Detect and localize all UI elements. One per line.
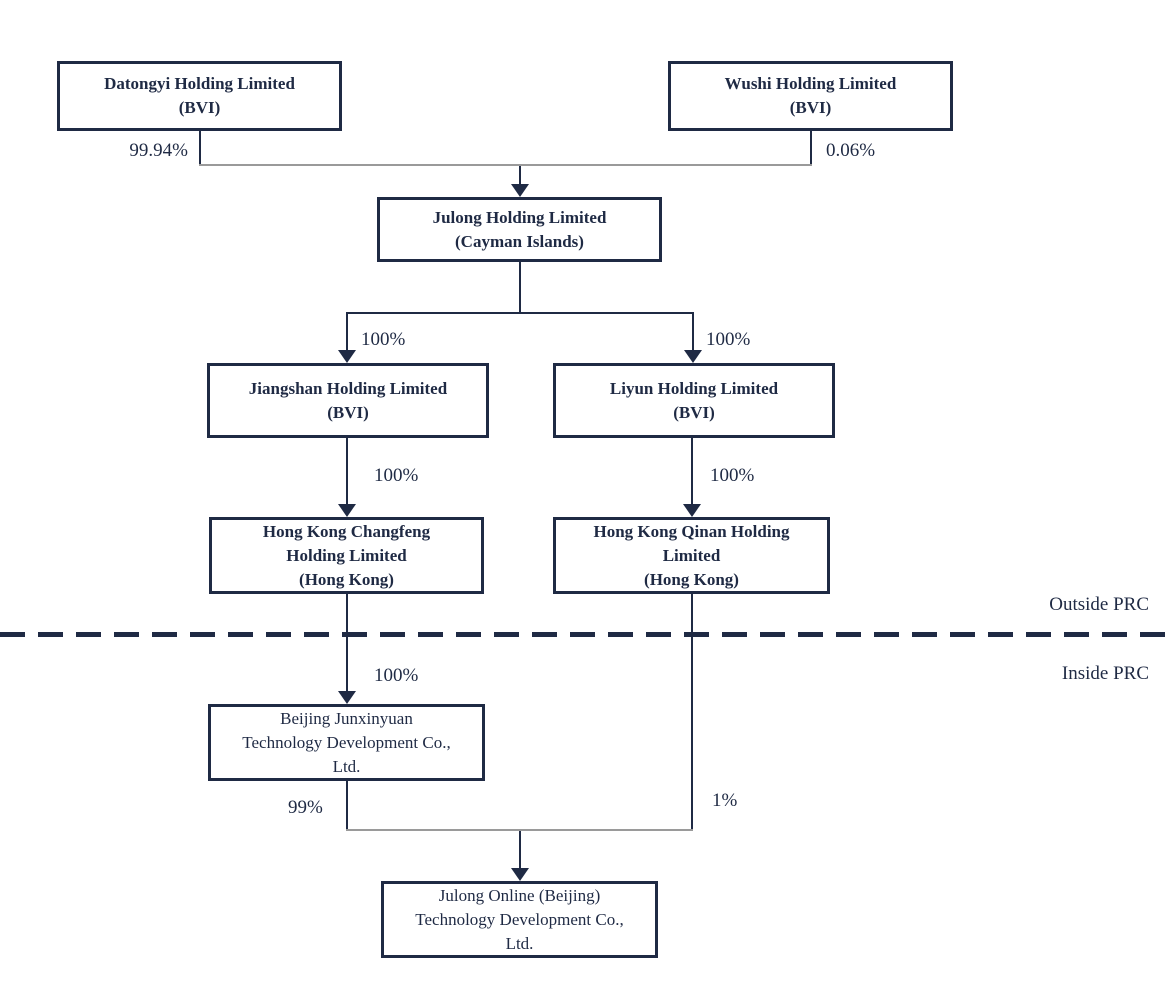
ownership-label-qinan: 100% xyxy=(710,465,755,486)
edge-qinan-merge xyxy=(691,594,693,831)
ownership-label-jiangshan: 100% xyxy=(361,329,406,350)
node-beijing-junxinyuan-line3: Ltd. xyxy=(332,756,361,776)
ownership-label-junxinyuan: 100% xyxy=(374,665,419,686)
region-label-outside-prc: Outside PRC xyxy=(1049,594,1149,615)
arrowhead-down-icon xyxy=(511,868,529,881)
node-hk-qinan: Hong Kong Qinan Holding Limited (Hong Ko… xyxy=(553,517,830,594)
arrowhead-down-icon xyxy=(338,504,356,517)
edge-split-horizontal xyxy=(346,312,694,314)
node-julong-online-line1: Julong Online (Beijing) xyxy=(438,885,601,905)
node-julong-online-line3: Ltd. xyxy=(505,933,534,953)
node-datongyi-name: Datongyi Holding Limited xyxy=(104,74,295,93)
edge-changfeng-junxinyuan xyxy=(346,594,348,693)
node-hk-changfeng: Hong Kong Changfeng Holding Limited (Hon… xyxy=(209,517,484,594)
node-wushi: Wushi Holding Limited (BVI) xyxy=(668,61,953,131)
edge-into-julong-holding xyxy=(519,166,521,186)
node-hk-changfeng-line1: Hong Kong Changfeng xyxy=(262,521,431,541)
ownership-label-changfeng: 100% xyxy=(374,465,419,486)
edge-into-jiangshan xyxy=(346,312,348,352)
arrowhead-down-icon xyxy=(338,691,356,704)
ownership-label-wushi: 0.06% xyxy=(826,140,876,161)
node-julong-holding-name: Julong Holding Limited xyxy=(432,207,607,227)
node-julong-holding: Julong Holding Limited (Cayman Islands) xyxy=(377,197,662,262)
node-julong-online: Julong Online (Beijing) Technology Devel… xyxy=(381,881,658,958)
edge-liyun-qinan xyxy=(691,438,693,506)
node-julong-holding-jurisdiction: (Cayman Islands) xyxy=(455,231,584,251)
node-wushi-jurisdiction: (BVI) xyxy=(789,98,832,117)
node-datongyi: Datongyi Holding Limited (BVI) xyxy=(57,61,342,131)
node-jiangshan: Jiangshan Holding Limited (BVI) xyxy=(207,363,489,438)
node-hk-changfeng-line2: Holding Limited xyxy=(286,545,407,565)
arrowhead-down-icon xyxy=(511,184,529,197)
node-datongyi-jurisdiction: (BVI) xyxy=(178,98,221,117)
node-hk-changfeng-jurisdiction: (Hong Kong) xyxy=(299,569,394,589)
ownership-label-julong-online-right: 1% xyxy=(712,790,738,811)
node-jiangshan-jurisdiction: (BVI) xyxy=(327,402,369,422)
edge-wushi-stub xyxy=(810,131,812,166)
node-liyun-name: Liyun Holding Limited xyxy=(609,378,779,398)
edge-top-merge-horizontal xyxy=(199,164,812,166)
edge-into-liyun xyxy=(692,312,694,352)
arrowhead-down-icon xyxy=(338,350,356,363)
prc-boundary-dashed-line xyxy=(0,632,1171,637)
node-liyun-jurisdiction: (BVI) xyxy=(673,402,715,422)
ownership-label-datongyi: 99.94% xyxy=(129,140,188,161)
arrowhead-down-icon xyxy=(684,350,702,363)
edge-into-julong-online xyxy=(519,831,521,871)
region-label-inside-prc: Inside PRC xyxy=(1061,663,1149,684)
node-julong-online-line2: Technology Development Co., xyxy=(415,909,624,929)
node-wushi-name: Wushi Holding Limited xyxy=(724,74,897,93)
edge-junxinyuan-merge xyxy=(346,781,348,831)
ownership-label-liyun: 100% xyxy=(706,329,751,350)
edge-bottom-merge-horizontal xyxy=(346,829,693,831)
node-hk-qinan-jurisdiction: (Hong Kong) xyxy=(644,569,739,589)
edge-julong-holding-stub xyxy=(519,262,521,313)
node-hk-qinan-line2: Limited xyxy=(662,545,721,565)
node-jiangshan-name: Jiangshan Holding Limited xyxy=(248,378,448,398)
node-beijing-junxinyuan: Beijing Junxinyuan Technology Developmen… xyxy=(208,704,485,781)
ownership-label-julong-online-left: 99% xyxy=(288,797,323,818)
node-beijing-junxinyuan-line1: Beijing Junxinyuan xyxy=(280,708,413,728)
edge-datongyi-stub xyxy=(199,131,201,166)
node-hk-qinan-line1: Hong Kong Qinan Holding xyxy=(593,521,790,541)
node-liyun: Liyun Holding Limited (BVI) xyxy=(553,363,835,438)
node-beijing-junxinyuan-line2: Technology Development Co., xyxy=(242,732,451,752)
edge-jiangshan-changfeng xyxy=(346,438,348,506)
arrowhead-down-icon xyxy=(683,504,701,517)
